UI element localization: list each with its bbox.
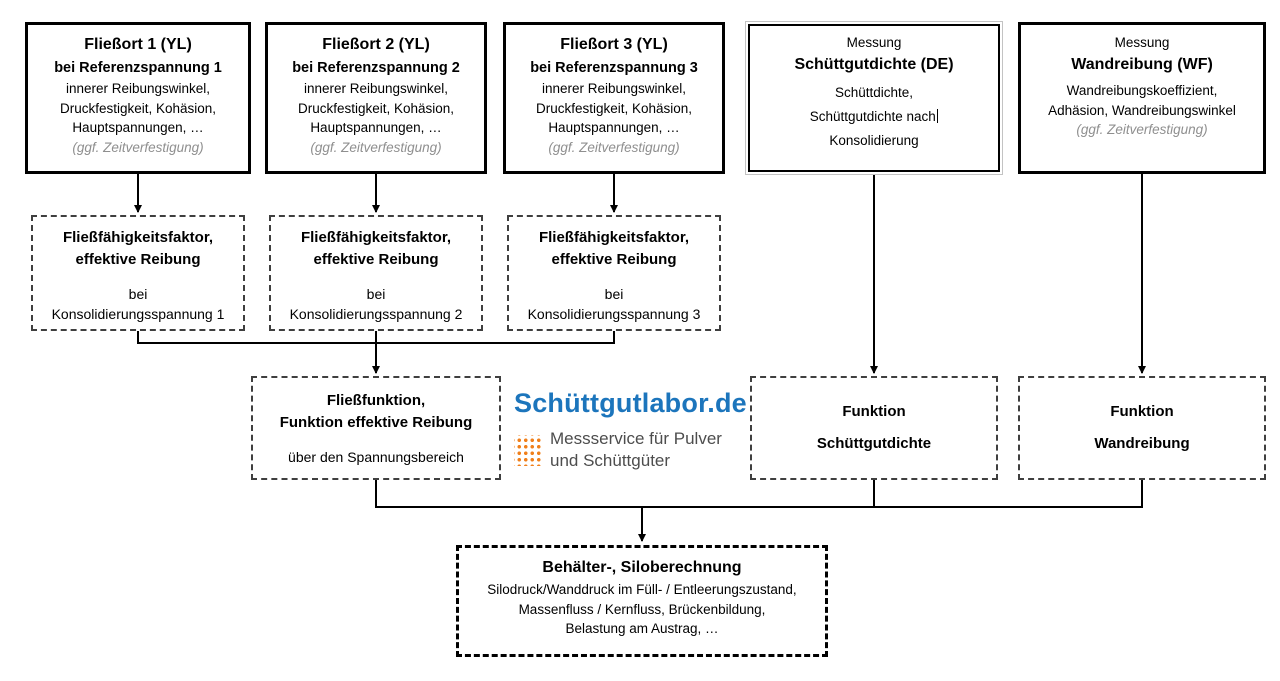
box-fliessfaehigkeit-3: Fließfähigkeitsfaktor, effektive Reibung… [507, 215, 721, 331]
logo-tagline: Messservice für Pulver und Schüttgüter [550, 428, 722, 472]
box-body-line: Hauptspannungen, … [310, 120, 442, 135]
box-fliessfunktion: Fließfunktion, Funktion effektive Reibun… [251, 376, 501, 480]
box-body-line: innerer Reibungswinkel, [65, 81, 211, 96]
box-fliessort-3: Fließort 3 (YL) bei Referenzspannung 3 i… [503, 22, 725, 174]
box-subtitle: bei Referenzspannung 1 [54, 60, 222, 76]
box-title: Behälter-, Siloberechnung [542, 559, 742, 576]
logo-schuettgutlabor: Schüttgutlabor.de Messservice für Pulver… [514, 388, 747, 472]
box-messung-wandreibung: Messung Wandreibung (WF) Wandreibungskoe… [1018, 22, 1266, 174]
box-body-line: bei [128, 286, 148, 302]
box-subtitle: bei Referenzspannung 2 [292, 60, 460, 76]
box-title: Fließort 2 (YL) [322, 36, 430, 53]
box-title-line: Fließfähigkeitsfaktor, [538, 229, 690, 246]
box-body-line: Schüttgutdichte nach [750, 105, 998, 129]
box-siloberechnung: Behälter-, Siloberechnung Silodruck/Wand… [456, 545, 828, 657]
box-body-line: Hauptspannungen, … [548, 120, 680, 135]
box-body-line: Massenfluss / Kernfluss, Brückenbildung, [518, 601, 766, 617]
box-body-line: Konsolidierungsspannung 2 [289, 306, 463, 322]
box-title: Fließort 1 (YL) [84, 36, 192, 53]
box-title: Fließort 3 (YL) [560, 36, 668, 53]
box-funktion-wandreibung: Funktion Wandreibung [1018, 376, 1266, 480]
box-title-line: effektive Reibung [551, 251, 677, 268]
box-title-line: Schüttgutdichte [816, 435, 932, 452]
box-note: (ggf. Zeitverfestigung) [1076, 122, 1208, 137]
text-cursor [936, 109, 939, 123]
box-title: Schüttgutdichte (DE) [794, 56, 954, 73]
box-title-line: effektive Reibung [75, 251, 201, 268]
connector-merge-line [137, 331, 615, 344]
box-fliessort-1: Fließort 1 (YL) bei Referenzspannung 1 i… [25, 22, 251, 174]
box-body-line: bei [604, 286, 624, 302]
box-note: (ggf. Zeitverfestigung) [310, 139, 442, 155]
box-title-line: Wandreibung [1094, 435, 1190, 452]
box-fliessort-2: Fließort 2 (YL) bei Referenzspannung 2 i… [265, 22, 487, 174]
box-messung-schuettgutdichte: Messung Schüttgutdichte (DE) Schüttdicht… [745, 21, 1003, 175]
box-fliessfaehigkeit-1: Fließfähigkeitsfaktor, effektive Reibung… [31, 215, 245, 331]
logo-dots-icon [514, 434, 541, 466]
connector-merge-line [375, 480, 1143, 508]
box-body-line: Adhäsion, Wandreibungswinkel [1048, 102, 1236, 118]
logo-tagline-line: und Schüttgüter [550, 451, 671, 470]
logo-tagline-row: Messservice für Pulver und Schüttgüter [514, 428, 747, 472]
box-body-line: Belastung am Austrag, … [565, 621, 719, 636]
box-funktion-schuettgutdichte: Funktion Schüttgutdichte [750, 376, 998, 480]
logo-brand: Schüttgutlabor.de [514, 388, 747, 418]
box-title: Wandreibung (WF) [1071, 56, 1213, 73]
box-body-line: Konsolidierung [829, 133, 919, 148]
box-body-line: über den Spannungsbereich [288, 449, 464, 465]
box-body-line: innerer Reibungswinkel, [541, 81, 687, 96]
box-title-line: Funktion [842, 403, 906, 420]
logo-tagline-line: Messservice für Pulver [550, 429, 722, 448]
box-title-line: Funktion [1110, 403, 1174, 420]
box-body-line: Schüttdichte, [834, 85, 914, 100]
box-label: Messung [846, 35, 902, 50]
box-body-line: Hauptspannungen, … [72, 120, 204, 135]
box-note: (ggf. Zeitverfestigung) [548, 139, 680, 155]
box-body-line: innerer Reibungswinkel, [303, 81, 449, 96]
box-title-line: Fließfähigkeitsfaktor, [62, 229, 214, 246]
box-body-line: Druckfestigkeit, Kohäsion, [297, 100, 455, 116]
box-note: (ggf. Zeitverfestigung) [72, 139, 204, 155]
box-body-line: Druckfestigkeit, Kohäsion, [535, 100, 693, 116]
box-body-line: Konsolidierungsspannung 1 [51, 306, 225, 322]
box-title-line: Fließfunktion, [326, 392, 426, 409]
box-fliessfaehigkeit-2: Fließfähigkeitsfaktor, effektive Reibung… [269, 215, 483, 331]
box-label: Messung [1114, 35, 1170, 50]
box-body-line: Wandreibungskoeffizient, [1066, 83, 1218, 98]
box-body-line: bei [366, 286, 386, 302]
box-title-line: Funktion effektive Reibung [279, 414, 473, 431]
box-subtitle: bei Referenzspannung 3 [530, 60, 698, 76]
box-body-line: Druckfestigkeit, Kohäsion, [59, 100, 217, 116]
box-body-text: Schüttgutdichte nach [809, 109, 936, 124]
box-title-line: Fließfähigkeitsfaktor, [300, 229, 452, 246]
box-body-line: Silodruck/Wanddruck im Füll- / Entleerun… [487, 582, 797, 597]
box-title-line: effektive Reibung [313, 251, 439, 268]
box-body-line: Konsolidierungsspannung 3 [527, 306, 701, 322]
